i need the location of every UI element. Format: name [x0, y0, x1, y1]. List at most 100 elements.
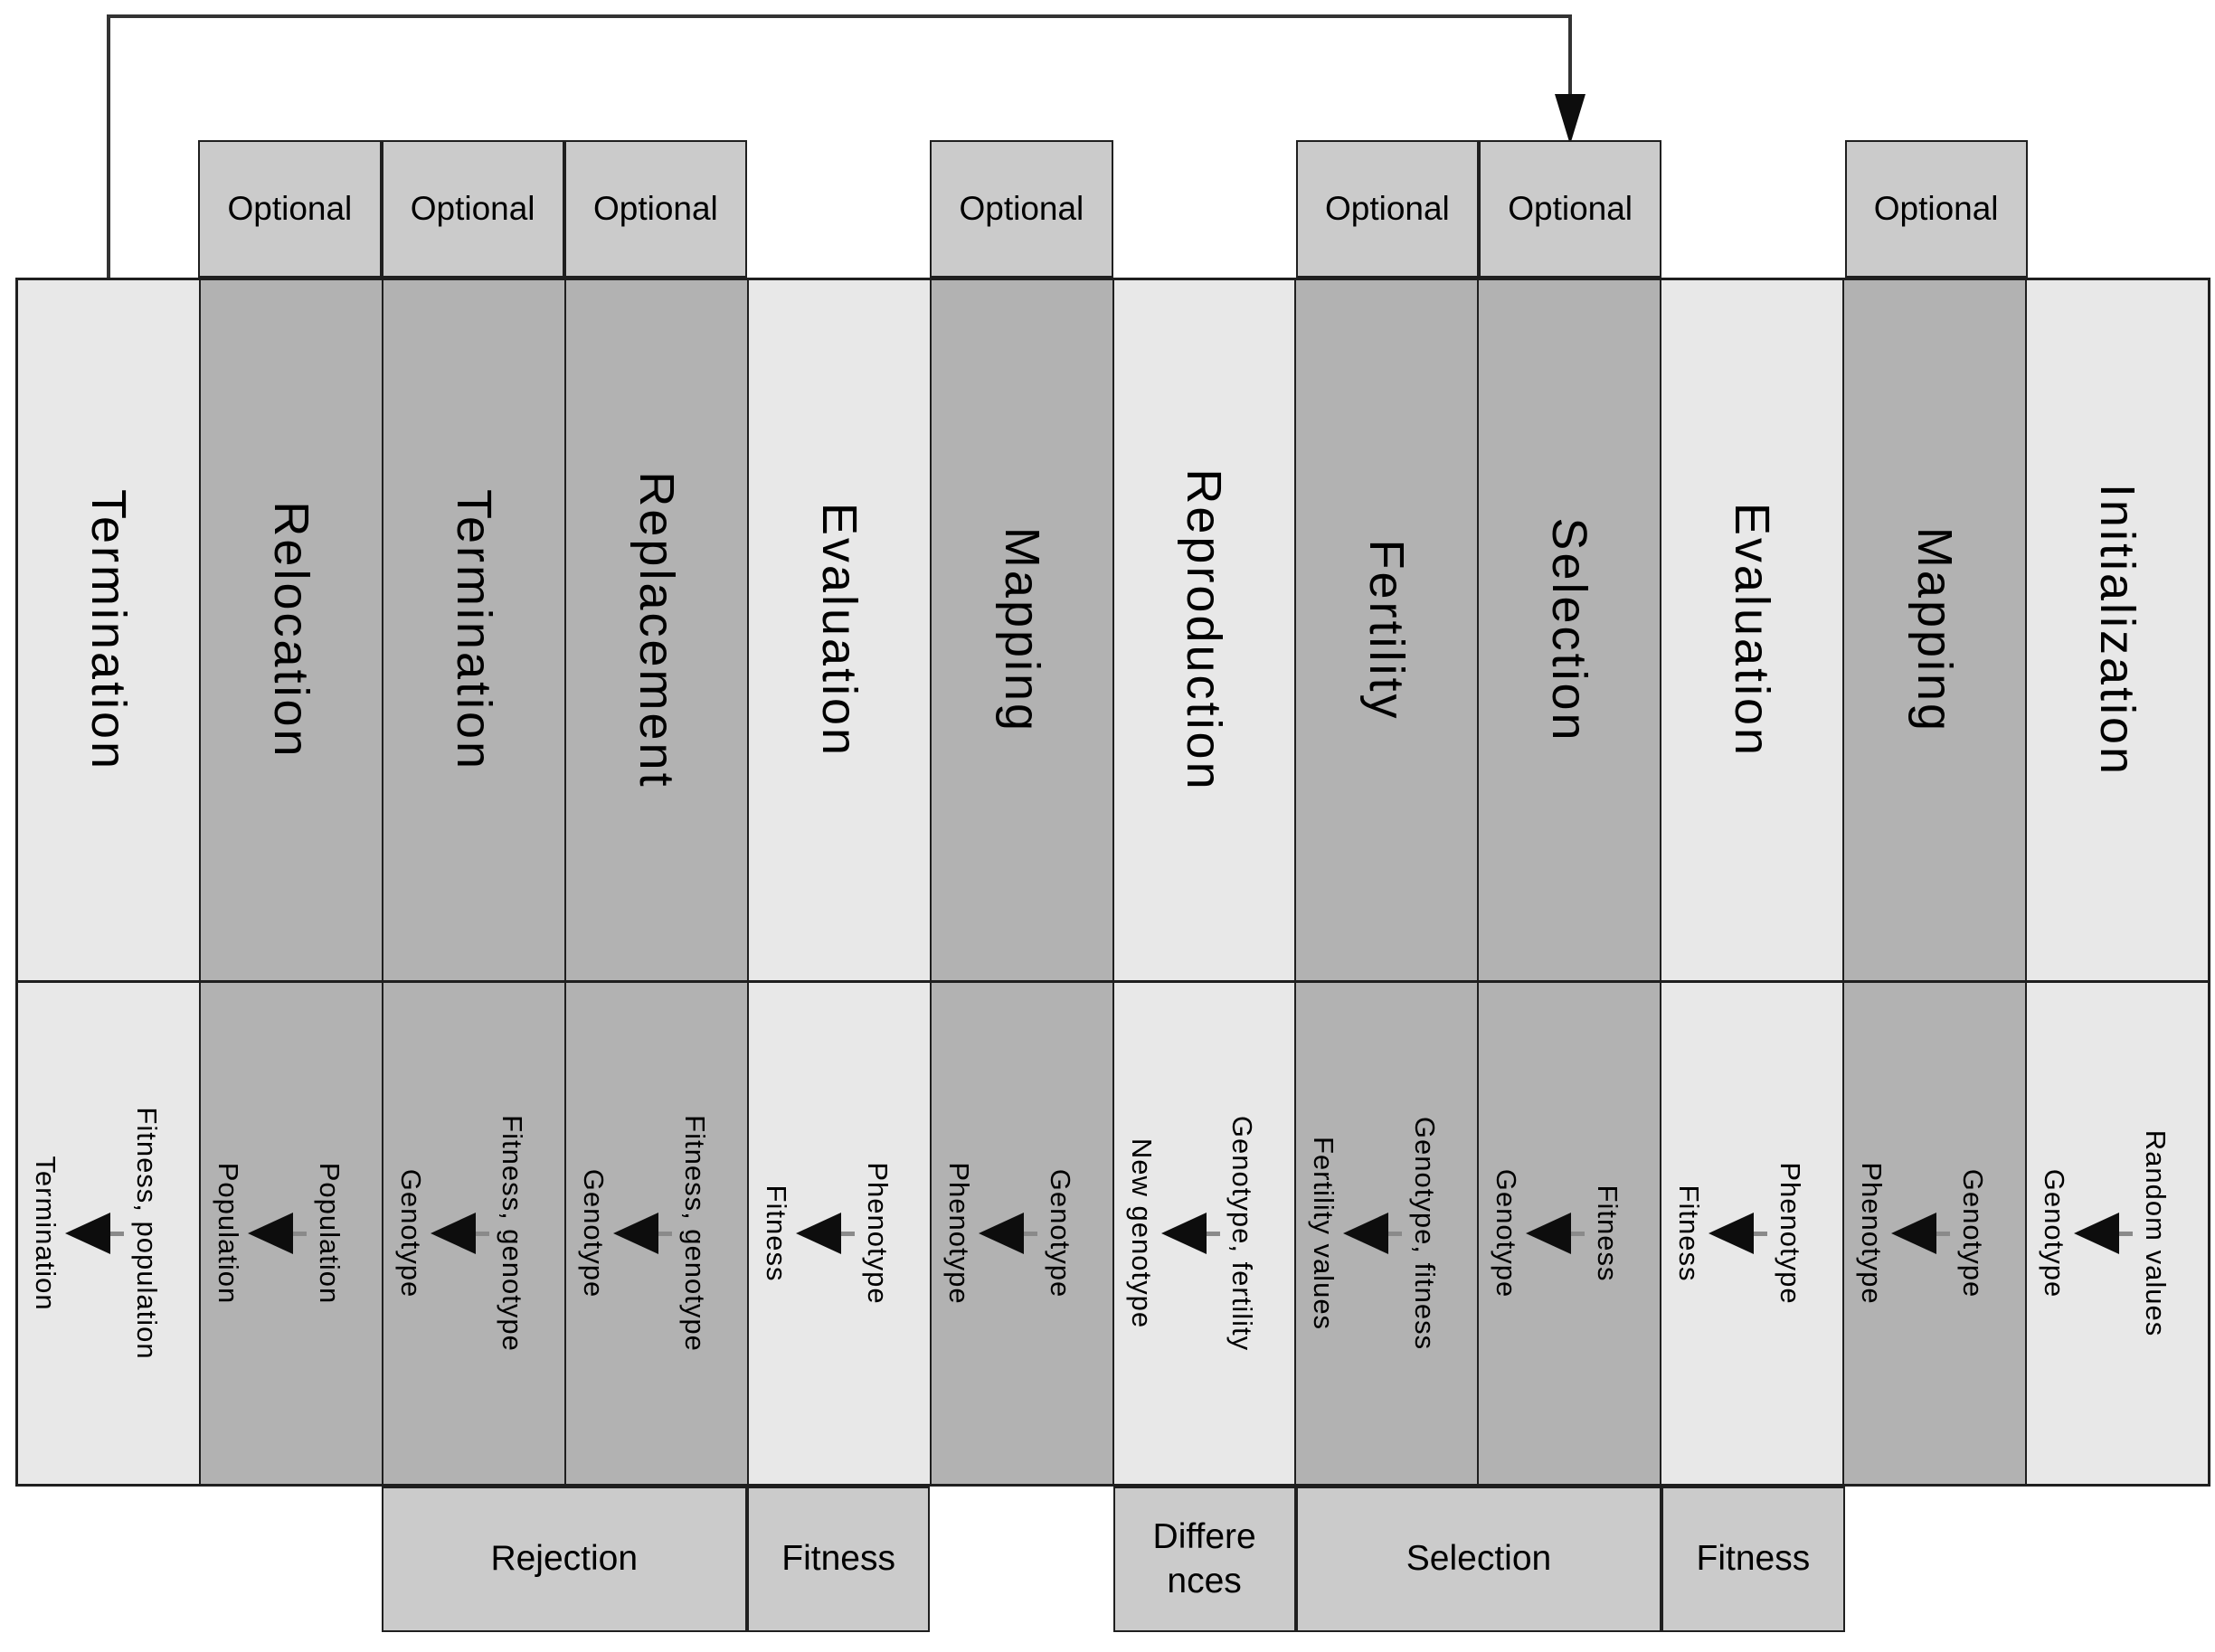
- stage-name-label: Replacement: [629, 471, 684, 789]
- flow-arrow-tail: [292, 1231, 307, 1236]
- io-input-label: Random values: [2140, 1129, 2172, 1337]
- flow-arrow-icon: [612, 1213, 672, 1254]
- stage-io-column-6-reproduction: New genotype Genotype, fertility: [1113, 983, 1297, 1484]
- io-output-label: Population: [212, 1162, 244, 1305]
- flow-arrow-tail: [1388, 1231, 1403, 1236]
- io-output-label: Genotype: [1491, 1168, 1523, 1298]
- flow-arrow-icon: [1160, 1213, 1220, 1254]
- flow-arrow-tail: [109, 1231, 124, 1236]
- group-box-label: Differe nces: [1152, 1516, 1256, 1600]
- optional-badge-1-relocation: Optional: [198, 140, 382, 278]
- io-input-label: Fitness, population: [130, 1107, 163, 1360]
- stage-column-10-mapping: Mapping: [1844, 280, 2028, 980]
- flow-arrowhead-icon: [1160, 1213, 1207, 1254]
- flow-arrow-icon: [430, 1213, 489, 1254]
- io-input-label: Genotype: [1957, 1168, 1990, 1298]
- stage-name-label: Evaluation: [1725, 502, 1780, 759]
- optional-badge-label: Optional: [1873, 190, 1999, 227]
- io-output-label: Termination: [29, 1156, 62, 1311]
- stage-io-column-0-termination: Termination Fitness, population: [18, 983, 201, 1484]
- group-box-label: Selection: [1406, 1539, 1552, 1579]
- io-input-label: Fitness, genotype: [678, 1115, 711, 1352]
- stage-column-4-evaluation: Evaluation: [748, 280, 932, 980]
- flow-arrow-tail: [1023, 1231, 1037, 1236]
- stage-name-label: Reproduction: [1177, 468, 1232, 792]
- flow-arrow-icon: [795, 1213, 855, 1254]
- io-input-label: Genotype, fertility: [1226, 1115, 1259, 1352]
- optional-badge-5-mapping: Optional: [930, 140, 1113, 278]
- flow-arrow-icon: [1709, 1213, 1768, 1254]
- io-output-label: Genotype: [394, 1168, 427, 1298]
- optional-badge-8-selection: Optional: [1479, 140, 1662, 278]
- io-output-label: Fertility values: [1308, 1136, 1340, 1331]
- flow-arrow-icon: [247, 1213, 307, 1254]
- flow-arrow-icon: [64, 1213, 124, 1254]
- io-input-label: Phenotype: [1775, 1162, 1807, 1305]
- stage-io-column-11-initialization: Genotype Random values: [2027, 983, 2209, 1484]
- io-output-label: Genotype: [2039, 1168, 2071, 1298]
- stage-io-band: Termination Fitness, population Population…: [15, 983, 2210, 1487]
- io-output-label: Phenotype: [942, 1162, 975, 1305]
- flow-arrowhead-icon: [2074, 1213, 2120, 1254]
- flow-arrowhead-icon: [1343, 1213, 1389, 1254]
- optional-badge-10-mapping: Optional: [1844, 140, 2028, 278]
- stage-name-label: Fertility: [1359, 539, 1415, 722]
- optional-badge-3-replacement: Optional: [563, 140, 747, 278]
- group-box-label: Rejection: [490, 1539, 639, 1579]
- optional-badge-7-fertility: Optional: [1295, 140, 1479, 278]
- stage-column-2-termination: Termination: [383, 280, 566, 980]
- stage-column-0-termination: Termination: [18, 280, 201, 980]
- flow-arrow-tail: [1571, 1231, 1586, 1236]
- stage-name-label: Mapping: [1907, 526, 1963, 734]
- flow-arrowhead-icon: [64, 1213, 110, 1254]
- stage-io-column-10-mapping: Phenotype Genotype: [1844, 983, 2028, 1484]
- stage-column-5-mapping: Mapping: [931, 280, 1114, 980]
- group-box-1-fitness: Fitness: [747, 1487, 931, 1632]
- flow-arrow-icon: [2074, 1213, 2134, 1254]
- stage-io-column-3-replacement: Genotype Fitness, genotype: [565, 983, 749, 1484]
- flow-arrowhead-icon: [1526, 1213, 1572, 1254]
- io-input-label: Genotype: [1044, 1168, 1076, 1298]
- flow-arrowhead-icon: [1891, 1213, 1937, 1254]
- io-input-label: Phenotype: [861, 1162, 894, 1305]
- loop-connector-left-line: [107, 14, 110, 278]
- flow-arrowhead-icon: [978, 1213, 1024, 1254]
- flow-arrow-icon: [1343, 1213, 1403, 1254]
- io-output-label: Phenotype: [1856, 1162, 1888, 1305]
- loop-arrowhead-icon: [1555, 94, 1586, 145]
- io-input-label: Fitness, genotype: [496, 1115, 528, 1352]
- flow-arrow-icon: [978, 1213, 1037, 1254]
- optional-badge-label: Optional: [1508, 190, 1633, 227]
- group-box-2-differe-nces: Differe nces: [1112, 1487, 1296, 1632]
- io-output-label: Genotype: [577, 1168, 610, 1298]
- flow-arrowhead-icon: [247, 1213, 293, 1254]
- flow-arrow-icon: [1526, 1213, 1586, 1254]
- flow-arrow-tail: [2119, 1231, 2134, 1236]
- flow-arrow-tail: [1206, 1231, 1220, 1236]
- io-input-label: Fitness: [1592, 1185, 1624, 1282]
- optional-badge-label: Optional: [1324, 190, 1450, 227]
- loop-connector-right-line: [1568, 14, 1572, 98]
- flow-arrow-icon: [1891, 1213, 1951, 1254]
- stage-io-column-2-termination: Genotype Fitness, genotype: [383, 983, 566, 1484]
- optional-badge-2-termination: Optional: [381, 140, 564, 278]
- flow-arrowhead-icon: [430, 1213, 476, 1254]
- io-output-label: Fitness: [760, 1185, 792, 1282]
- group-box-label: Fitness: [781, 1539, 895, 1579]
- stage-name-label: Termination: [446, 488, 501, 772]
- group-box-label: Fitness: [1696, 1539, 1811, 1579]
- group-box-4-fitness: Fitness: [1661, 1487, 1845, 1632]
- stage-name-label: Initialization: [2090, 483, 2145, 778]
- flow-arrow-tail: [1936, 1231, 1951, 1236]
- stage-column-1-relocation: Relocation: [200, 280, 383, 980]
- stage-io-column-5-mapping: Phenotype Genotype: [931, 983, 1114, 1484]
- optional-badge-label: Optional: [959, 190, 1084, 227]
- group-box-3-selection: Selection: [1295, 1487, 1662, 1632]
- stage-name-label: Mapping: [994, 526, 1049, 734]
- flow-arrowhead-icon: [795, 1213, 841, 1254]
- optional-badge-label: Optional: [227, 190, 353, 227]
- io-output-label: New genotype: [1125, 1138, 1158, 1329]
- flow-arrowhead-icon: [612, 1213, 658, 1254]
